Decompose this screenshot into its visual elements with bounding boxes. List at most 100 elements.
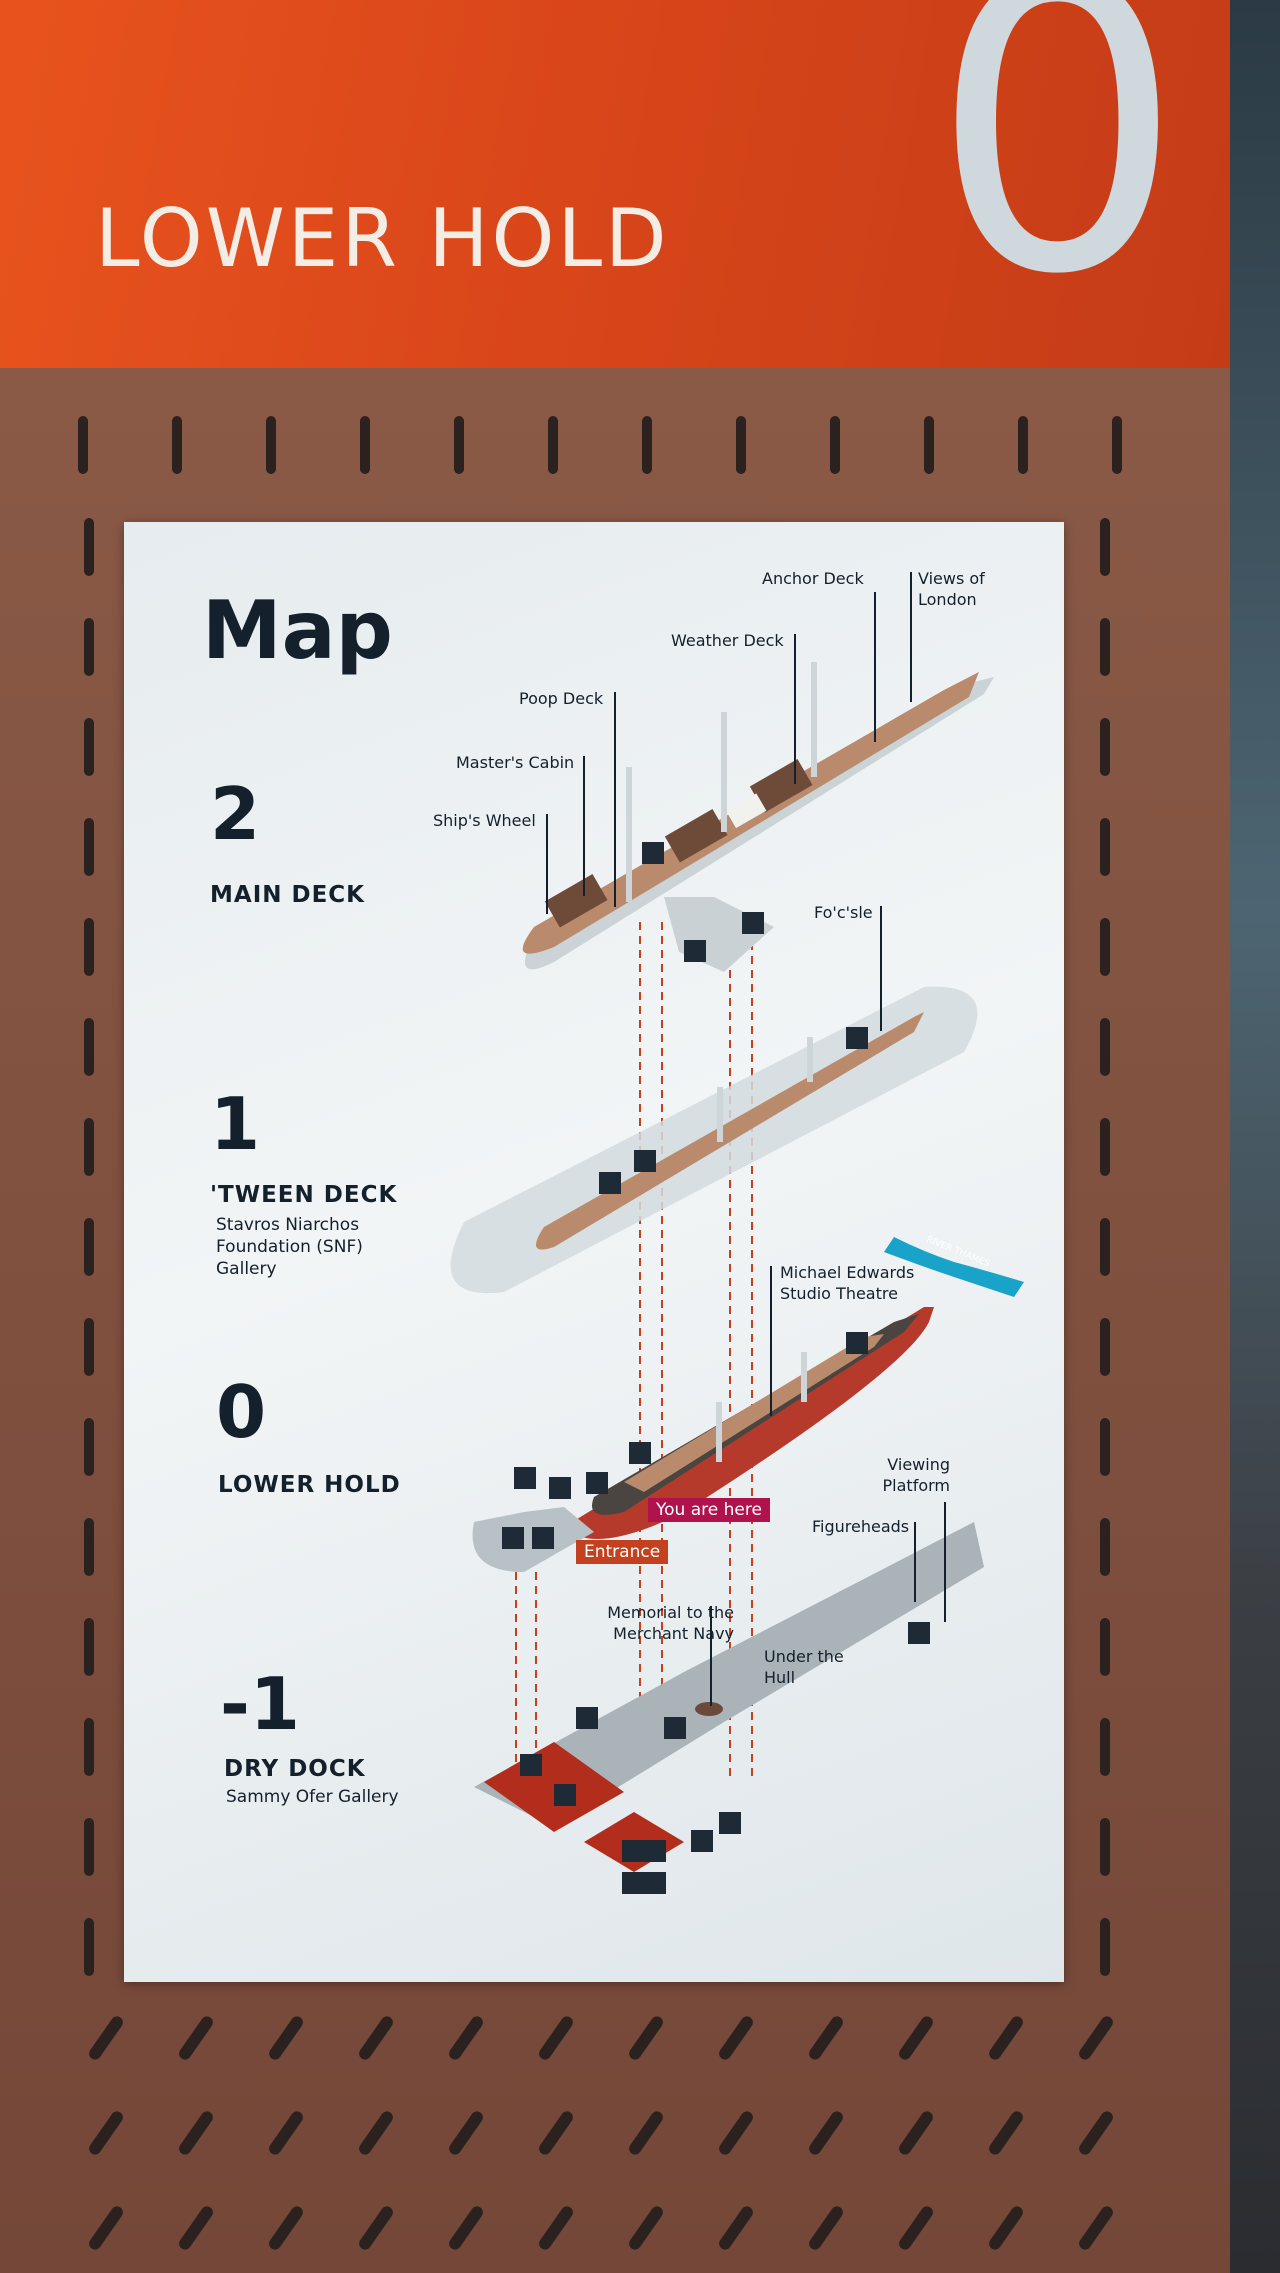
perforation-slot — [1100, 1918, 1110, 1976]
perforation-slot — [1076, 2014, 1116, 2062]
perforation-slot — [446, 2109, 486, 2157]
level-title: LOWER HOLD — [95, 192, 670, 285]
label-poop-deck: Poop Deck — [519, 689, 604, 708]
perforation-slot — [716, 2014, 756, 2062]
level-header: LOWER HOLD 0 — [0, 0, 1230, 368]
label-masters-cabin: Master's Cabin — [456, 753, 575, 772]
you-are-here-marker: You are here — [648, 1498, 770, 1522]
perforation-slot — [986, 2109, 1026, 2157]
perforation-slot — [360, 416, 370, 474]
perforation-slot — [84, 718, 94, 776]
perforation-slot — [1076, 2109, 1116, 2157]
perforation-slot — [806, 2204, 846, 2252]
perforation-slot — [716, 2109, 756, 2157]
perforation-slot — [176, 2109, 216, 2157]
perforation-slot — [1100, 618, 1110, 676]
perforation-slot — [454, 416, 464, 474]
perforation-slot — [84, 1918, 94, 1976]
perforation-slot — [896, 2109, 936, 2157]
level-connectors — [515, 922, 753, 1782]
perforation-slot — [86, 2204, 126, 2252]
perforation-slot — [1076, 2204, 1116, 2252]
perforation-slot — [356, 2204, 396, 2252]
perforation-slot — [1100, 1218, 1110, 1276]
level-1-name: 'TWEEN DECK — [210, 1182, 398, 1208]
perforation-slot — [830, 416, 840, 474]
level-2-number: 2 — [210, 772, 261, 856]
perforation-slot — [78, 416, 88, 474]
label-michael-edwards-studio-theatre: Michael Edwards Studio Theatre — [780, 1263, 915, 1303]
perforation-slot — [84, 918, 94, 976]
perforation-slot — [356, 2014, 396, 2062]
perforation-slot — [172, 416, 182, 474]
perforation-slot — [266, 2109, 306, 2157]
perforation-slot — [84, 1218, 94, 1276]
perforation-slot — [986, 2014, 1026, 2062]
perforation-slot — [84, 518, 94, 576]
perforation-slot — [84, 1118, 94, 1176]
level-1-number: 1 — [210, 1082, 261, 1166]
perforation-slot — [176, 2014, 216, 2062]
perforation-slot — [266, 2014, 306, 2062]
perforation-slot — [84, 1518, 94, 1576]
perforation-slot — [84, 1318, 94, 1376]
perforation-slot — [1100, 1418, 1110, 1476]
perforation-slot — [1112, 416, 1122, 474]
perforation-slot — [626, 2204, 666, 2252]
perforation-slot — [1100, 1818, 1110, 1876]
perforation-slot — [1100, 1618, 1110, 1676]
map-card: Map — [124, 522, 1064, 1982]
perforation-slot — [1100, 518, 1110, 576]
tween-deck-ship — [450, 986, 978, 1294]
perforation-slot — [176, 2204, 216, 2252]
label-viewing-platform: Viewing Platform — [882, 1455, 950, 1495]
label-focsle: Fo'c'sle — [814, 903, 873, 922]
main-deck-ship — [522, 662, 994, 972]
perforation-slot — [736, 416, 746, 474]
label-weather-deck: Weather Deck — [671, 631, 784, 650]
perforation-slot — [626, 2014, 666, 2062]
label-under-the-hull: Under the Hull — [764, 1647, 844, 1687]
label-anchor-deck: Anchor Deck — [762, 569, 864, 588]
perforation-slot — [84, 818, 94, 876]
perforation-slot — [896, 2204, 936, 2252]
perforation-slot — [84, 618, 94, 676]
perforation-slot — [536, 2014, 576, 2062]
level-0-number: 0 — [216, 1370, 267, 1454]
entrance-marker: Entrance — [576, 1540, 669, 1564]
perforation-slot — [536, 2204, 576, 2252]
perforation-slot — [266, 416, 276, 474]
level-2-name: MAIN DECK — [210, 882, 366, 908]
label-figureheads: Figureheads — [812, 1517, 910, 1536]
perforation-slot — [548, 416, 558, 474]
perforation-slot — [84, 1818, 94, 1876]
level-minus-1-subtitle: Sammy Ofer Gallery — [226, 1787, 399, 1807]
ship-map-drawing — [450, 662, 1024, 1894]
perforation-slot — [896, 2014, 936, 2062]
perforation-slot — [84, 1418, 94, 1476]
perforation-slot — [86, 2109, 126, 2157]
perforation-slot — [1100, 1318, 1110, 1376]
perforation-slot — [1100, 1018, 1110, 1076]
perforation-slot — [1100, 1518, 1110, 1576]
level-1-subtitle: Stavros Niarchos Foundation (SNF) Galler… — [216, 1215, 363, 1279]
label-ships-wheel: Ship's Wheel — [433, 811, 536, 830]
perforation-slot — [356, 2109, 396, 2157]
perforation-slot — [1100, 1718, 1110, 1776]
perforation-slot — [806, 2109, 846, 2157]
lower-hold-ship — [472, 1307, 934, 1572]
perforation-slot — [446, 2014, 486, 2062]
level-0-name: LOWER HOLD — [218, 1472, 401, 1498]
label-memorial-merchant-navy: Memorial to the Merchant Navy — [607, 1603, 734, 1643]
perforation-slot — [84, 1018, 94, 1076]
perforation-slot — [924, 416, 934, 474]
perforation-slot — [1018, 416, 1028, 474]
perforation-slot — [266, 2204, 306, 2252]
perforation-slot — [84, 1718, 94, 1776]
level-number: 0 — [930, 0, 1185, 362]
perforation-slot — [716, 2204, 756, 2252]
level-minus-1-number: -1 — [220, 1662, 300, 1746]
perforation-slot — [806, 2014, 846, 2062]
river-ribbon — [884, 1237, 1024, 1297]
amenity-icons — [502, 842, 930, 1894]
